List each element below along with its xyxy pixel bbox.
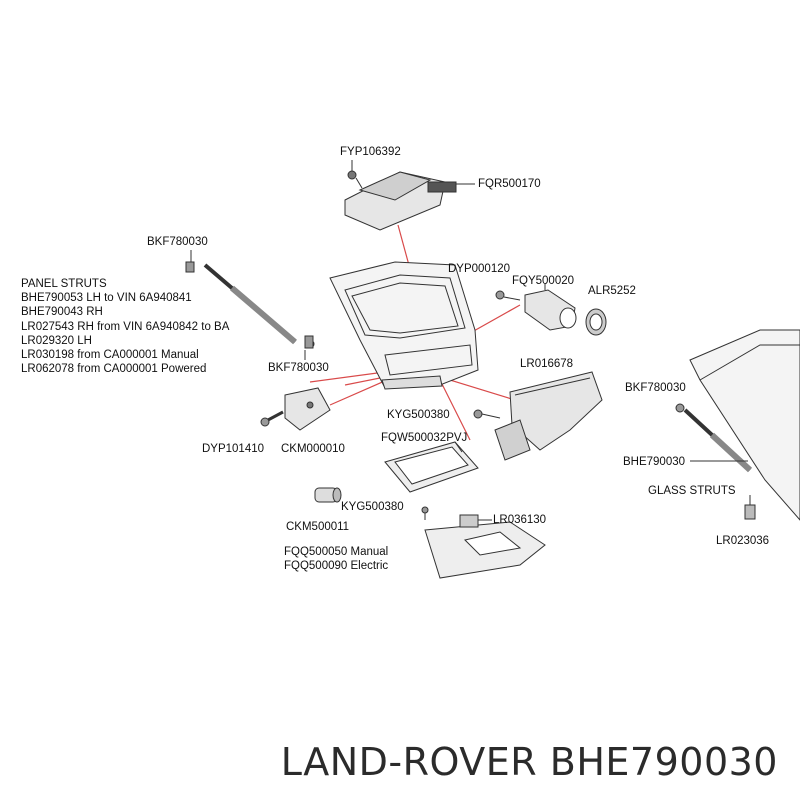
label-fyp106392: FYP106392 bbox=[340, 146, 401, 158]
label-dyp101410: DYP101410 bbox=[202, 443, 265, 455]
note-line: BHE790043 RH bbox=[21, 306, 103, 319]
label-kyg500380-a: KYG500380 bbox=[387, 409, 450, 421]
glass-panel-part bbox=[675, 329, 800, 521]
note-line: LR030198 from CA000001 Manual bbox=[21, 348, 199, 361]
label-alr5252: ALR5252 bbox=[588, 285, 636, 297]
note-line: LR062078 from CA000001 Powered bbox=[21, 363, 207, 376]
tailgate-panel-part bbox=[329, 261, 479, 390]
label-fqq500050: FQQ500050 Manual bbox=[284, 546, 389, 558]
label-dyp000120: DYP000120 bbox=[448, 263, 511, 275]
label-bkf780030-right: BKF780030 bbox=[625, 382, 686, 394]
lock-actuator-part bbox=[495, 284, 607, 336]
note-line: LR027543 RH from VIN 6A940842 to BA bbox=[21, 320, 230, 333]
note-line: LR029320 LH bbox=[21, 334, 92, 347]
label-lr016678: LR016678 bbox=[520, 358, 574, 370]
buffer-part bbox=[314, 487, 429, 520]
label-ckm500011: CKM500011 bbox=[286, 521, 350, 533]
label-fqy500020: FQY500020 bbox=[512, 275, 575, 287]
label-ckm000010: CKM000010 bbox=[281, 443, 345, 455]
label-fqr500170: FQR500170 bbox=[478, 178, 541, 190]
panel-struts-note: PANEL STRUTS BHE790053 LH to VIN 6A94084… bbox=[21, 277, 229, 376]
label-kyg500380-b: KYG500380 bbox=[341, 501, 404, 513]
tray-part bbox=[384, 441, 479, 493]
label-lr023036: LR023036 bbox=[716, 535, 770, 547]
label-bkf780030-top: BKF780030 bbox=[147, 236, 208, 248]
label-bkf780030-mid: BKF780030 bbox=[268, 362, 329, 374]
switch-bracket-part bbox=[424, 514, 546, 579]
footer-title-container: LAND-ROVER BHE790030 bbox=[0, 740, 800, 784]
label-lr036130: LR036130 bbox=[493, 514, 547, 526]
label-bhe790030: BHE790030 bbox=[623, 456, 686, 468]
label-glass-struts: GLASS STRUTS bbox=[648, 485, 736, 497]
label-fqq500090: FQQ500090 Electric bbox=[284, 560, 389, 572]
label-fqw500032pvj: FQW500032PVJ bbox=[381, 432, 468, 444]
panel-strut-part bbox=[185, 250, 315, 360]
note-line: BHE790053 LH to VIN 6A940841 bbox=[21, 292, 192, 305]
switch-pack-part bbox=[344, 160, 475, 231]
latch-part bbox=[473, 371, 603, 461]
note-line: PANEL STRUTS bbox=[21, 278, 107, 290]
footer-title: LAND-ROVER BHE790030 bbox=[280, 740, 778, 784]
handle-block-part bbox=[260, 387, 331, 431]
